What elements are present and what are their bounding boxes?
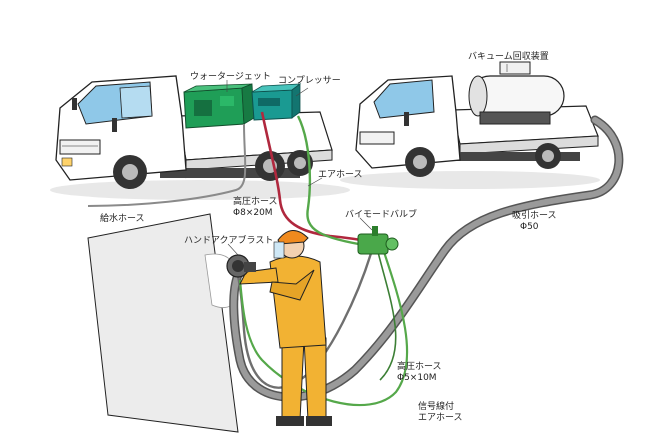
leader-lines — [226, 64, 508, 256]
label-water-supply-hose: 給水ホース — [100, 214, 145, 224]
compressor-unit — [251, 83, 302, 121]
water-jet-unit — [183, 83, 255, 129]
bimode-valve — [357, 226, 399, 255]
suction-hose — [229, 115, 624, 402]
label-compressor: コンプレッサー — [278, 76, 341, 86]
label-water-jet: ウォータージェット — [190, 72, 271, 82]
label-signal-air-hose-2: エアホース — [418, 413, 463, 423]
label-suction-hose-spec: Φ50 — [520, 222, 539, 232]
high-pressure-hose-1 — [260, 111, 373, 244]
label-hp-hose-1-name: 高圧ホース — [233, 197, 278, 207]
label-air-hose: エアホース — [318, 170, 363, 180]
label-suction-hose-name: 吸引ホース — [512, 211, 557, 221]
label-hp-hose-1-spec: Φ8×20M — [233, 208, 273, 218]
label-hp-hose-2-name: 高圧ホース — [397, 362, 442, 372]
label-hp-hose-2-spec: Φ5×10M — [397, 373, 437, 383]
water-supply-hose — [87, 123, 247, 207]
label-signal-air-hose-1: 信号線付 — [418, 402, 455, 412]
label-vacuum-unit: バキューム回収装置 — [468, 52, 549, 62]
signal-air-hose — [238, 251, 409, 407]
worker — [239, 230, 332, 426]
air-hose — [296, 115, 371, 248]
label-hand-blast: ハンドアクアブラスト — [184, 236, 274, 246]
vacuum-unit — [468, 61, 565, 125]
label-bimode-valve: バイモードバルブ — [345, 210, 418, 220]
hand-blast-nozzle — [226, 254, 256, 278]
